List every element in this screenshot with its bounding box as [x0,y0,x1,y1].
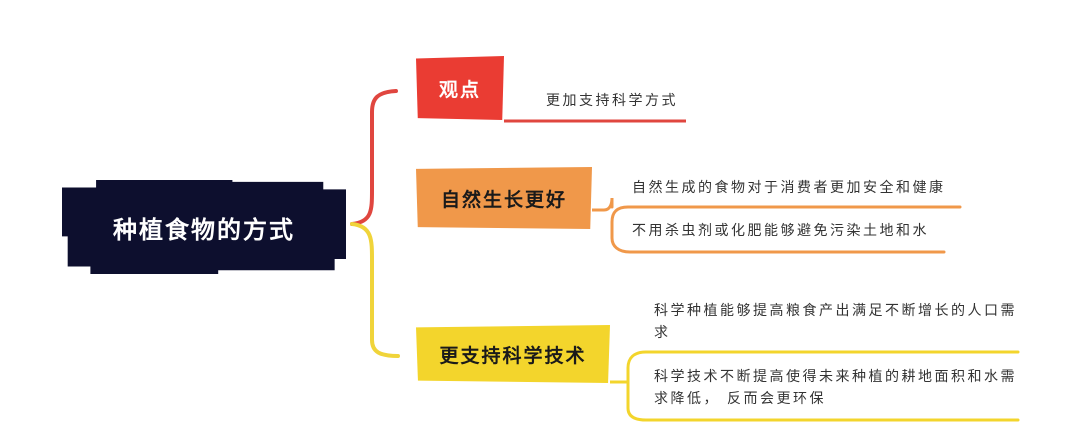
root-label: 种植食物的方式 [113,215,295,244]
root-node[interactable]: 种植食物的方式 [62,180,346,274]
branch-label: 自然生长更好 [440,188,567,211]
leaf-node[interactable]: 不用杀虫剂或化肥能够避免污染土地和水 [632,223,929,239]
leaf-node[interactable]: 自然生成的食物对于消费者更加安全和健康 [632,180,946,196]
leaf-node[interactable]: 科学种植能够提高粮食产出满足不断增长的人口需求 [654,303,1017,341]
branch-label: 观点 [438,78,481,101]
leaf-node[interactable]: 更加支持科学方式 [546,93,678,109]
branch-node-science-tech[interactable]: 更支持科学技术 [416,325,610,383]
leaf-node[interactable]: 科学技术不断提高使得未来种植的耕地面积和水需求降低， 反而会更环保 [654,369,1017,407]
branch-label: 更支持科学技术 [439,344,587,367]
branch-node-viewpoint[interactable]: 观点 [416,56,504,120]
branch-node-natural-growth[interactable]: 自然生长更好 [416,167,592,229]
